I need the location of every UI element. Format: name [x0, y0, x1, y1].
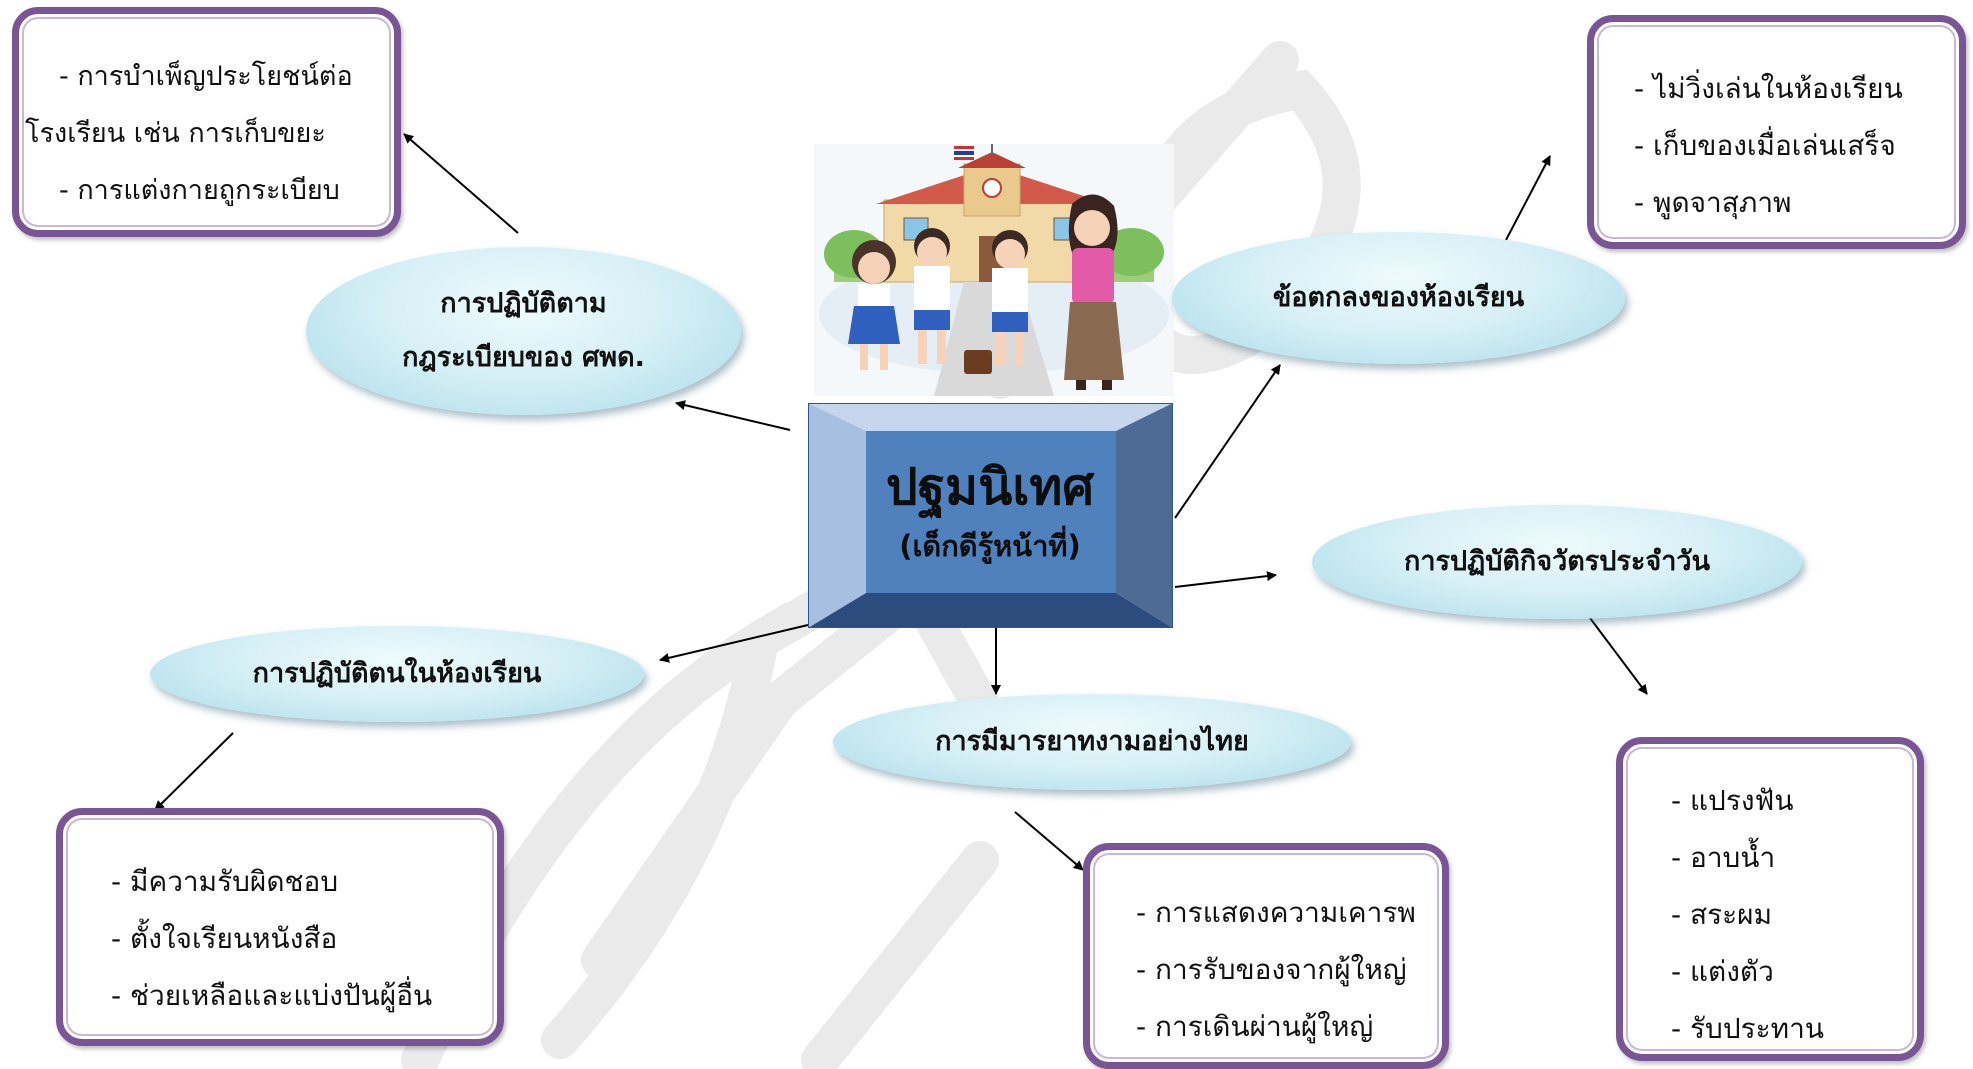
thai-manners-oval: การมีมารยาทงามอย่างไทย — [833, 694, 1351, 790]
daily-routine-oval: การปฏิบัติกิจวัตรประจำวัน — [1312, 505, 1802, 619]
oval-label: การปฏิบัติกิจวัตรประจำวัน — [1403, 546, 1711, 577]
arrow-center-to-agreement — [1174, 364, 1281, 519]
detail-line: - สระผม — [1671, 898, 1773, 931]
center-topic-box: ปฐมนิเทศ (เด็กดีรู้หน้าที่) — [808, 403, 1173, 628]
detail-line: - การรับของจากผู้ใหญ่ — [1136, 953, 1407, 986]
arrow-rules-to-box — [403, 133, 519, 234]
detail-line: - เก็บของเมื่อเล่นเสร็จ — [1634, 129, 1896, 162]
detail-line: - การเดินผ่านผู้ใหญ่ — [1136, 1010, 1374, 1043]
arrow-routine-to-box — [1589, 617, 1648, 695]
oval-label: การปฏิบัติตาม — [440, 288, 607, 319]
detail-line: - การแสดงความเคารพ — [1136, 896, 1416, 929]
agreement-details-box: - ไม่วิ่งเล่นในห้องเรียน - เก็บของเมื่อเ… — [1587, 15, 1966, 249]
detail-line: - ตั้งใจเรียนหนังสือ — [111, 922, 338, 955]
arrow-center-to-rules — [675, 400, 791, 431]
center-subtitle: (เด็กดีรู้หน้าที่) — [899, 529, 1081, 563]
school-children-illustration — [814, 144, 1174, 396]
detail-line: - แต่งตัว — [1671, 955, 1774, 988]
arrow-center-to-behavior — [659, 624, 809, 663]
detail-line: - รับประทาน — [1671, 1012, 1824, 1045]
center-text: ปฐมนิเทศ (เด็กดีรู้หน้าที่) — [866, 431, 1114, 591]
oval-label: การปฏิบัติตนในห้องเรียน — [252, 658, 542, 689]
arrow-behavior-to-box — [154, 732, 234, 811]
center-title: ปฐมนิเทศ — [885, 458, 1095, 516]
detail-line: - ไม่วิ่งเล่นในห้องเรียน — [1634, 72, 1903, 105]
detail-line: โรงเรียน เช่น การเก็บขยะ — [25, 118, 326, 149]
behavior-details-box: - มีความรับผิดชอบ - ตั้งใจเรียนหนังสือ -… — [56, 808, 504, 1046]
detail-line: - มีความรับผิดชอบ — [111, 865, 339, 898]
detail-line: - การแต่งกายถูกระเบียบ — [59, 175, 340, 206]
arrow-center-to-routine — [1174, 571, 1277, 588]
arrow-manners-to-box — [1014, 811, 1084, 871]
oval-label: ข้อตกลงของห้องเรียน — [1272, 282, 1525, 313]
manners-details-box: - การแสดงความเคารพ - การรับของจากผู้ใหญ่… — [1083, 843, 1449, 1069]
classroom-behavior-oval: การปฏิบัติตนในห้องเรียน — [150, 626, 644, 722]
detail-line: - พูดจาสุภาพ — [1634, 186, 1792, 219]
rules-oval: การปฏิบัติตาม กฎระเบียบของ ศพด. — [306, 247, 741, 415]
oval-label: กฎระเบียบของ ศพด. — [402, 342, 645, 373]
detail-line: - อาบน้ำ — [1671, 841, 1776, 874]
detail-line: - การบำเพ็ญประโยชน์ต่อ — [59, 61, 353, 92]
routine-details-box: - แปรงฟัน - อาบน้ำ - สระผม - แต่งตัว - ร… — [1616, 737, 1924, 1061]
arrow-agreement-to-box — [1505, 155, 1551, 241]
classroom-agreement-oval: ข้อตกลงของห้องเรียน — [1172, 232, 1625, 364]
rules-details-box: - การบำเพ็ญประโยชน์ต่อ โรงเรียน เช่น การ… — [12, 7, 401, 237]
detail-line: - ช่วยเหลือและแบ่งปันผู้อื่น — [111, 979, 433, 1012]
detail-line: - แปรงฟัน — [1671, 784, 1794, 817]
oval-label: การมีมารยาทงามอย่างไทย — [935, 726, 1249, 757]
